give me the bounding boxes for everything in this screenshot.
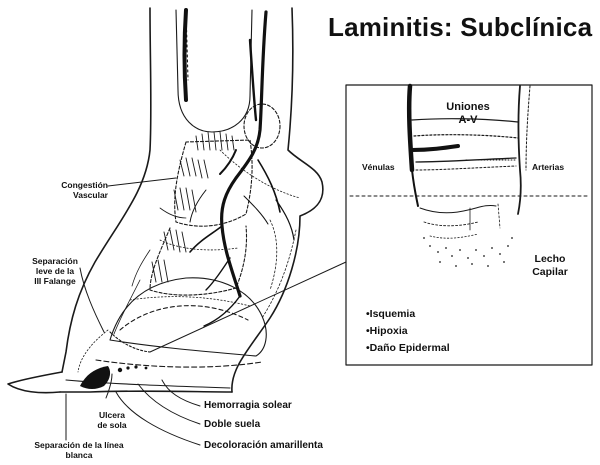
label-line: Capilar: [532, 265, 568, 278]
label-arterias: Arterias: [532, 162, 565, 172]
bullet-hipoxia: •Hipoxia: [366, 325, 408, 337]
label-doble-suela: Doble suela: [204, 419, 261, 430]
label-line: Lecho: [534, 253, 566, 265]
inset-panel: [345, 83, 593, 366]
label-line: Uniones: [446, 101, 490, 113]
bullet-isquemia: •Isquemia: [366, 308, 416, 320]
page-title: Laminitis: Subclínica: [328, 12, 593, 42]
bones: [95, 9, 281, 368]
label-line: Separación de la línea: [34, 440, 124, 450]
label-separacion-falange: Separación leve de la III Falange: [22, 256, 88, 287]
label-ulcera-sola: Ulcera de sola: [86, 410, 138, 430]
label-line: Vascular: [73, 190, 108, 201]
label-hemorragia-solear: Hemorragia solear: [204, 400, 292, 411]
vascular-network: [77, 149, 301, 373]
label-lecho-capilar: Lecho Capilar: [522, 253, 578, 278]
inset-bullet-list: •Isquemia •Hipoxia •Daño Epidermal: [366, 306, 450, 357]
label-line: Ulcera: [99, 410, 125, 420]
label-congestion-vascular: Congestión Vascular: [16, 180, 108, 200]
label-line: Separación: [32, 256, 78, 266]
label-line: A-V: [458, 114, 478, 127]
bullet-dano-epidermal: •Daño Epidermal: [366, 342, 450, 354]
label-venulas: Vénulas: [362, 162, 395, 172]
label-line: de sola: [97, 420, 127, 431]
hoof-outline: [7, 7, 324, 394]
leader-lines: [65, 177, 347, 446]
label-decoloracion-amarillenta: Decoloración amarillenta: [204, 440, 323, 451]
sole-ulcer: [80, 365, 148, 389]
label-line: III Falange: [34, 276, 76, 287]
tendon-hatching: [151, 131, 235, 283]
blood-vessels: [182, 8, 295, 327]
label-line: blanca: [65, 450, 93, 461]
label-line: Congestión: [61, 180, 108, 190]
label-line: leve de la: [35, 266, 75, 277]
label-separacion-linea-blanca: Separación de la línea blanca: [14, 440, 144, 460]
label-uniones-av: Uniones A-V: [430, 101, 506, 127]
